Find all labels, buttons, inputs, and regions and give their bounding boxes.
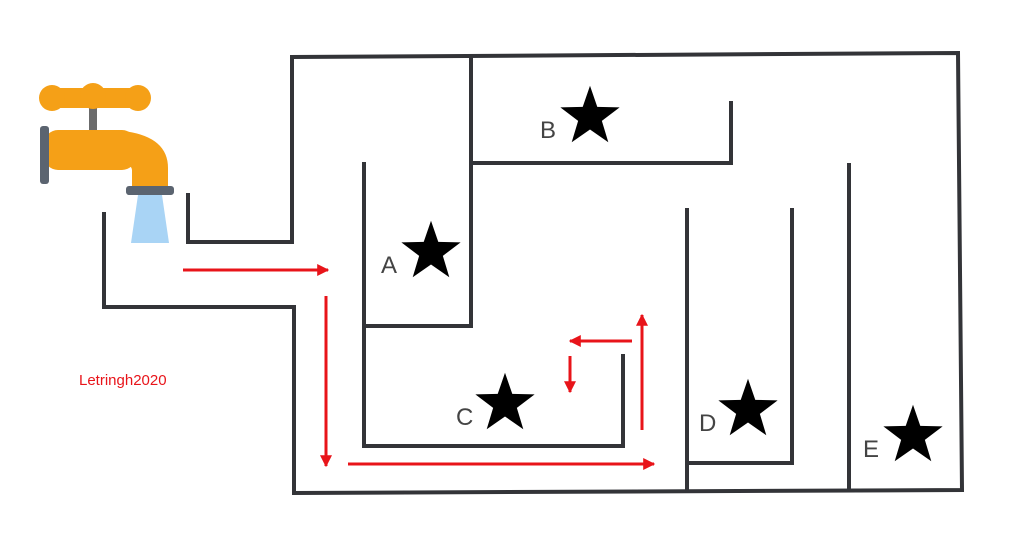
label-e: E bbox=[863, 436, 879, 463]
star-icon bbox=[883, 404, 943, 462]
label-c: C bbox=[456, 404, 473, 431]
outer-wall bbox=[102, 50, 965, 496]
label-d: D bbox=[699, 410, 716, 437]
faucet-icon bbox=[39, 83, 174, 243]
compartment-d-wall bbox=[685, 208, 794, 465]
flow-arrows bbox=[183, 264, 656, 470]
compartment-b-wall bbox=[469, 55, 733, 165]
stars bbox=[401, 85, 943, 462]
star-icon bbox=[401, 220, 461, 278]
maze-walls bbox=[102, 50, 965, 496]
label-b: B bbox=[540, 117, 556, 144]
compartment-c-wall bbox=[362, 324, 625, 448]
star-icon bbox=[718, 378, 778, 436]
star-icon bbox=[475, 372, 535, 430]
star-icon bbox=[560, 85, 620, 143]
water-stream bbox=[131, 195, 169, 243]
compartment-a-wall bbox=[362, 161, 473, 328]
label-a: A bbox=[381, 252, 397, 279]
credit-text: Letringh2020 bbox=[79, 372, 167, 389]
